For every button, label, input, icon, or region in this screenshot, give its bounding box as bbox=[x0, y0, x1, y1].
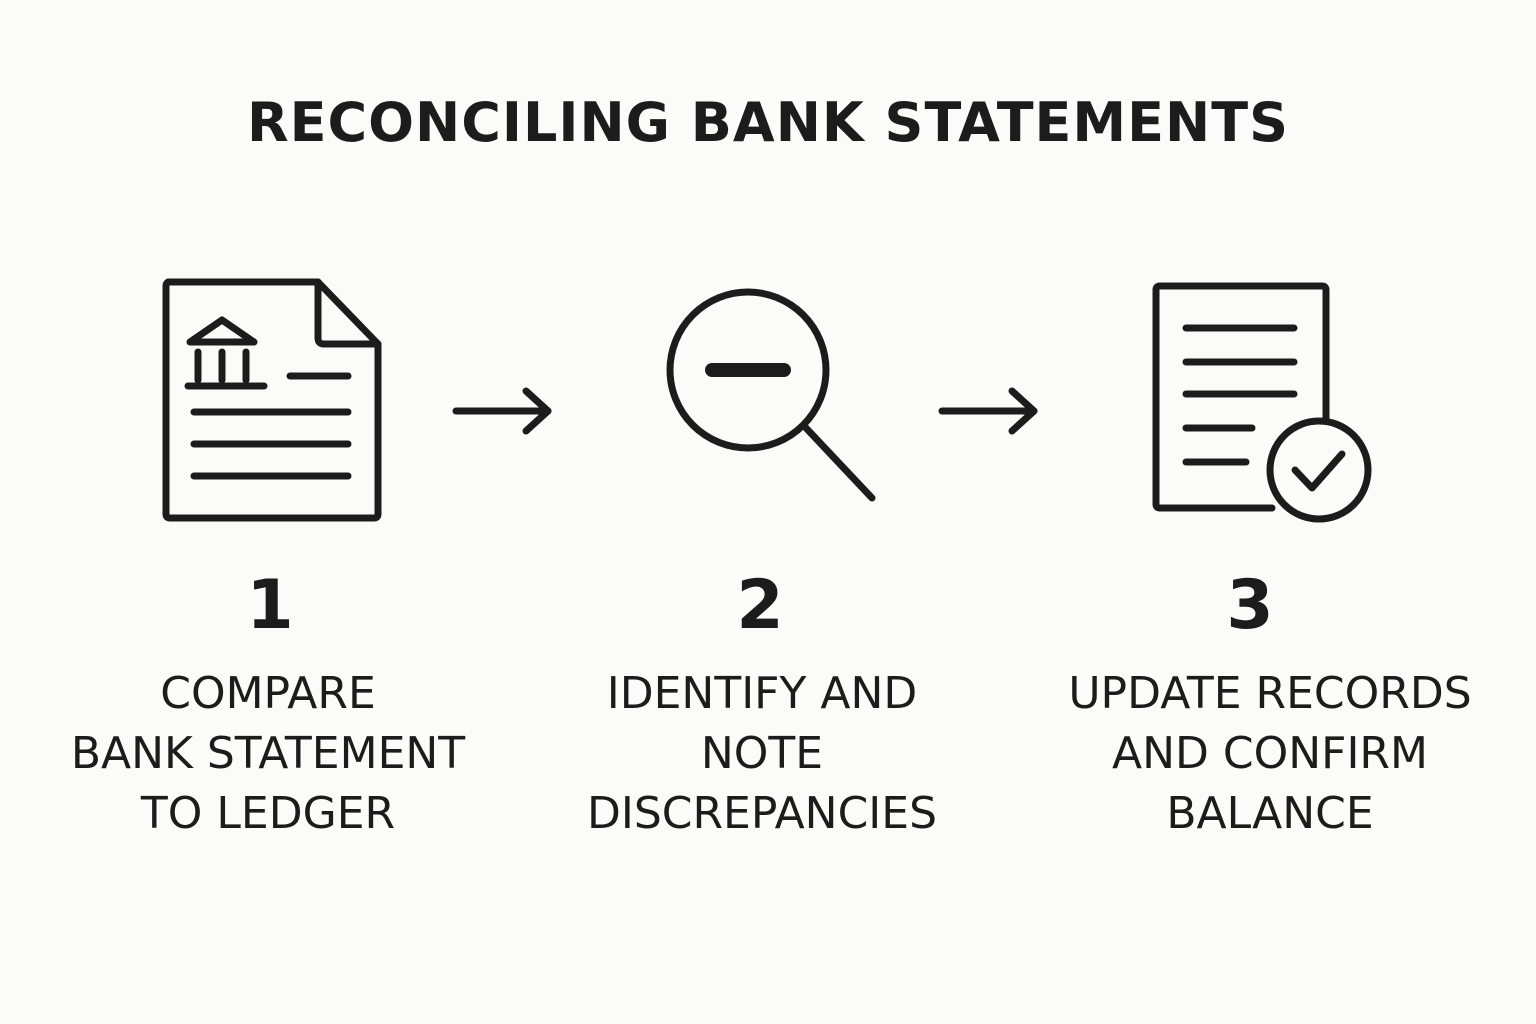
step-1-number: 1 bbox=[246, 566, 294, 645]
step-2-number: 2 bbox=[736, 566, 784, 645]
arrow-right-icon bbox=[938, 387, 1038, 435]
step-3-line-1: UPDATE RECORDS bbox=[1068, 668, 1472, 719]
magnifier-minus-icon bbox=[666, 288, 876, 502]
step-2-line-3: DISCREPANCIES bbox=[586, 788, 938, 839]
step-2-line-1: IDENTIFY AND bbox=[606, 668, 918, 719]
step-1-description: COMPARE BANK STATEMENT TO LEDGER bbox=[18, 664, 518, 844]
step-1-line-2: BANK STATEMENT bbox=[70, 728, 466, 779]
diagram-title: RECONCILING BANK STATEMENTS bbox=[247, 91, 1289, 154]
arrow-right-icon bbox=[452, 387, 552, 435]
step-2-line-2: NOTE bbox=[700, 728, 824, 779]
step-3-line-3: BALANCE bbox=[1166, 788, 1374, 839]
step-3-line-2: AND CONFIRM bbox=[1112, 728, 1428, 779]
step-1-line-3: TO LEDGER bbox=[140, 788, 396, 839]
step-3-description: UPDATE RECORDS AND CONFIRM BALANCE bbox=[1020, 664, 1520, 844]
bank-statement-icon bbox=[162, 278, 382, 522]
step-1-line-1: COMPARE bbox=[160, 668, 376, 719]
document-check-icon bbox=[1152, 282, 1372, 523]
step-2-description: IDENTIFY AND NOTE DISCREPANCIES bbox=[512, 664, 1012, 844]
step-3-number: 3 bbox=[1226, 566, 1274, 645]
